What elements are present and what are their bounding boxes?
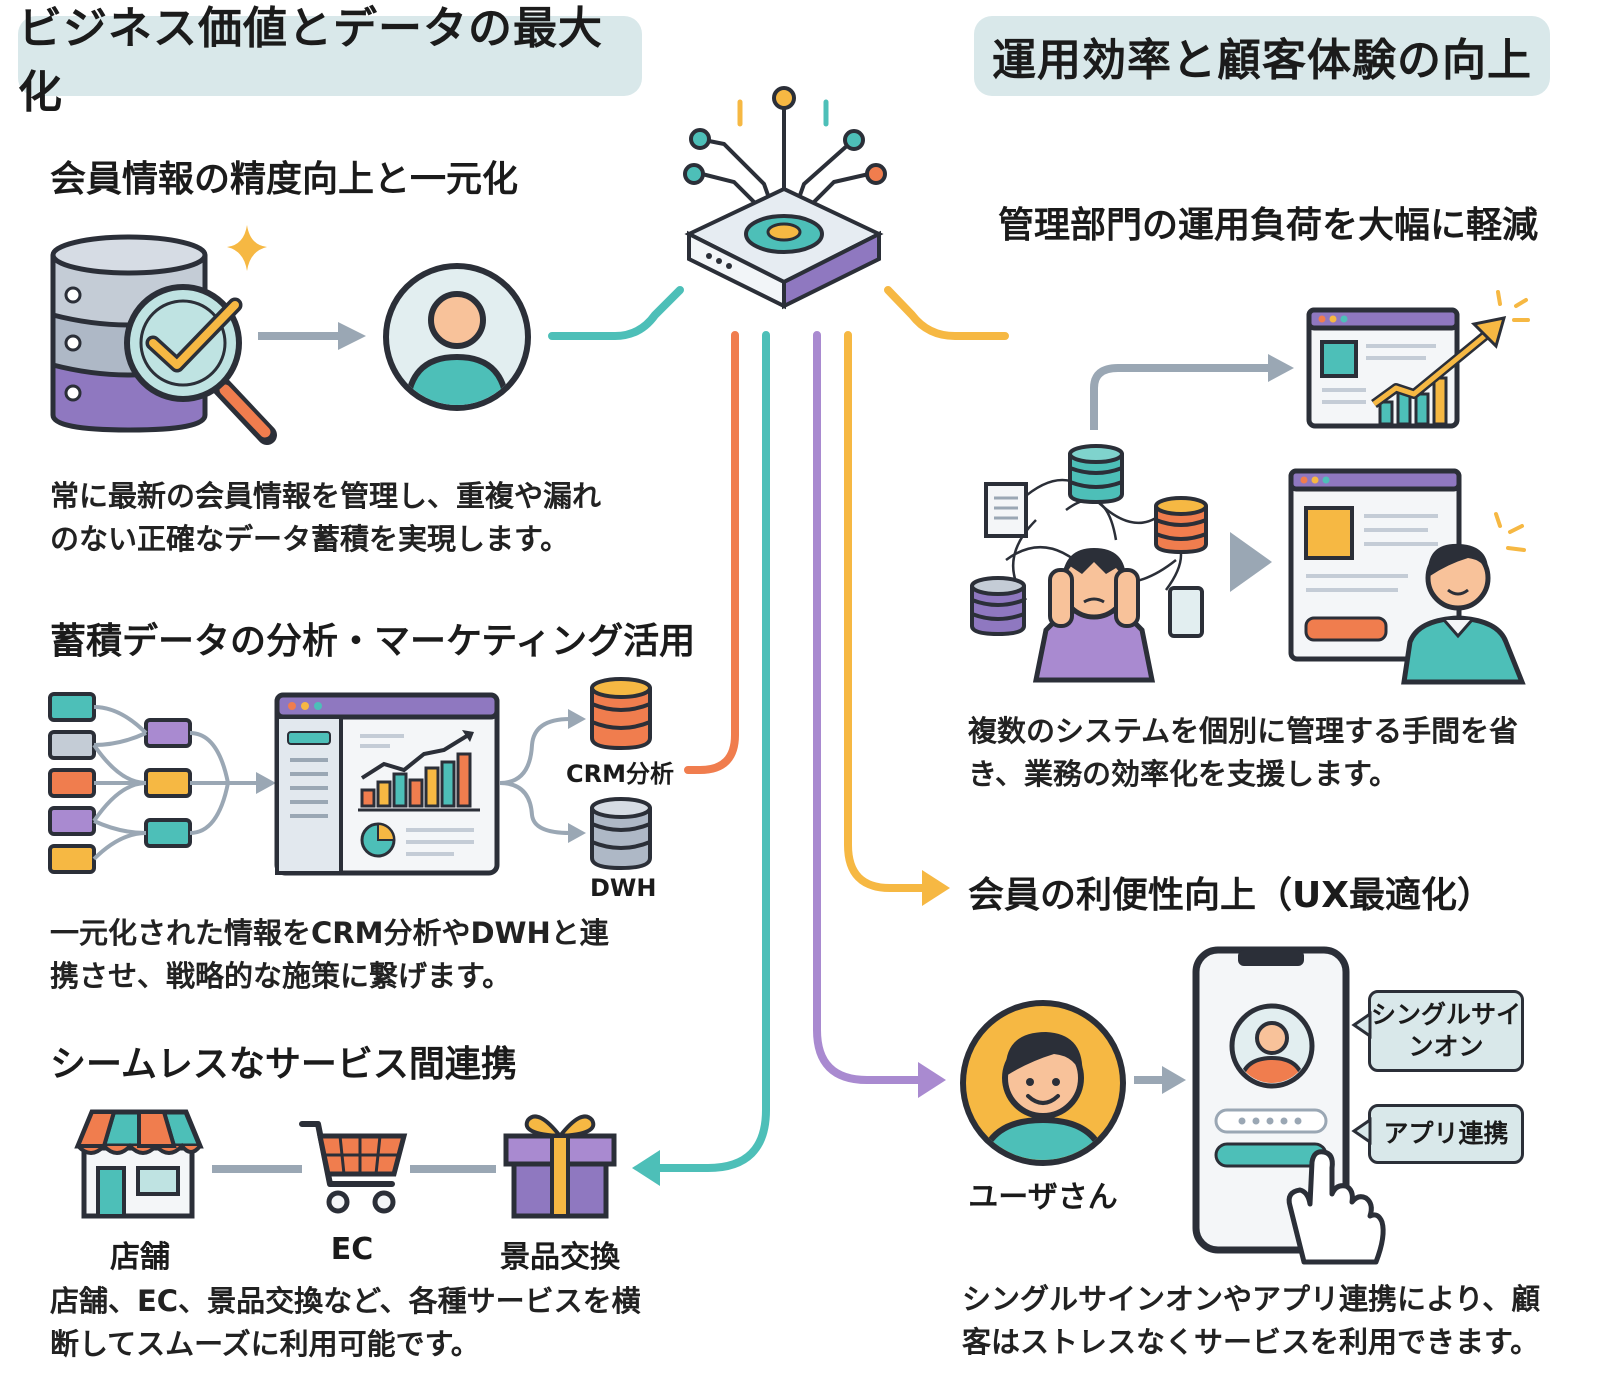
gray-right-arrow [1230, 532, 1272, 592]
analytics-title: 蓄積データの分析・マーケティング活用 [50, 621, 696, 662]
smartphone-icon [1192, 946, 1386, 1265]
arrow-db-to-user [258, 322, 366, 350]
analytics-body: 一元化された情報をCRM分析やDWHと連携させ、戦略的な施策に繋げます。 [50, 916, 609, 993]
dwh-label: DWH [590, 874, 657, 902]
crm-database-icon [590, 677, 652, 751]
user-avatar-icon [383, 263, 531, 411]
database-check-icon [50, 225, 277, 445]
sso-bubble: シングルサインオン [1368, 990, 1524, 1072]
data-flow-icon [48, 692, 276, 874]
gift-icon [503, 1114, 617, 1219]
connector-ec-prize [410, 1165, 496, 1173]
member-info-body: 常に最新の会員情報を管理し、重複や漏れのない正確なデータ蓄積を実現します。 [50, 479, 602, 556]
admin-body: 複数のシステムを個別に管理する手間を省き、業務の効率化を支援します。 [968, 714, 1519, 791]
ux-title: 会員の利便性向上（UX最適化） [968, 875, 1493, 916]
central-hub-device-icon [683, 86, 887, 310]
services-body: 店舗、EC、景品交換など、各種サービスを横断してスムーズに利用可能です。 [50, 1284, 641, 1361]
app-bubble: アプリ連携 [1368, 1104, 1524, 1164]
user-label: ユーザさん [968, 1180, 1118, 1215]
analytics-dashboard-icon [274, 692, 500, 876]
store-icon [74, 1109, 204, 1219]
member-info-title: 会員情報の精度向上と一元化 [50, 159, 519, 200]
connector-store-ec [212, 1165, 302, 1173]
branch-arrows [499, 709, 586, 843]
services-title: シームレスなサービス間連携 [50, 1044, 517, 1085]
growth-dashboard-icon [1306, 290, 1530, 429]
user-to-phone-arrow [1134, 1066, 1186, 1094]
banner-right: 運用効率と顧客体験の向上 [974, 16, 1550, 96]
admin-branch-arrow [1090, 354, 1294, 430]
ec-label: EC [330, 1232, 374, 1267]
prize-label: 景品交換 [500, 1240, 620, 1275]
user-happy-avatar-icon [960, 1000, 1126, 1166]
dwh-database-icon [590, 797, 652, 871]
crm-label: CRM分析 [566, 760, 674, 788]
shopping-cart-icon [299, 1121, 408, 1214]
ux-body: シングルサインオンやアプリ連携により、顧客はストレスなくサービスを利用できます。 [962, 1282, 1541, 1359]
app-bubble-tail [1351, 1117, 1372, 1145]
stressed-person-icon [970, 444, 1208, 683]
store-label: 店舗 [110, 1240, 170, 1275]
happy-person-icon [1288, 468, 1526, 685]
sso-bubble-tail [1351, 1011, 1372, 1039]
admin-title: 管理部門の運用負荷を大幅に軽減 [998, 205, 1539, 246]
